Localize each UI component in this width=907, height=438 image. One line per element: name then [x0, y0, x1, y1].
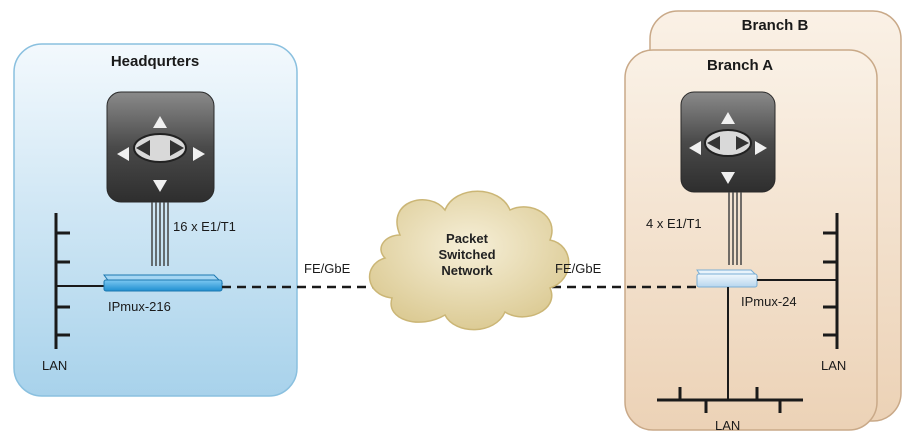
branch-lan-right-label: LAN: [821, 358, 846, 373]
cloud-label-line3: Network: [441, 263, 493, 278]
ipmux-24-device-icon: [696, 269, 759, 288]
branch-b-title: Branch B: [742, 17, 809, 34]
cloud-label-line2: Switched: [438, 247, 495, 262]
cloud-icon: [369, 190, 570, 331]
hq-lan-bus: [54, 213, 104, 349]
hq-device-label: IPmux-216: [108, 299, 171, 314]
branch-lan-bottom-label: LAN: [715, 418, 740, 433]
branch-device-label: IPmux-24: [741, 294, 797, 309]
branch-lan-bus-right: [757, 213, 839, 349]
hq-e1t1-lines: [151, 202, 169, 266]
branch-a-title: Branch A: [707, 57, 773, 74]
cloud-label-line1: Packet: [446, 231, 489, 246]
hq-title: Headqurters: [111, 53, 199, 70]
hq-switch-icon: [106, 91, 215, 203]
ipmux-216-device-icon: [103, 274, 224, 292]
branch-lan-bus-bottom: [657, 287, 803, 413]
hq-link-label: 16 x E1/T1: [173, 219, 236, 234]
branch-switch-icon: [680, 91, 776, 193]
hq-lan-label: LAN: [42, 358, 67, 373]
branch-wan-label: FE/GbE: [555, 261, 602, 276]
branch-link-label: 4 x E1/T1: [646, 216, 702, 231]
branch-e1t1-lines: [728, 192, 742, 265]
hq-wan-label: FE/GbE: [304, 261, 351, 276]
